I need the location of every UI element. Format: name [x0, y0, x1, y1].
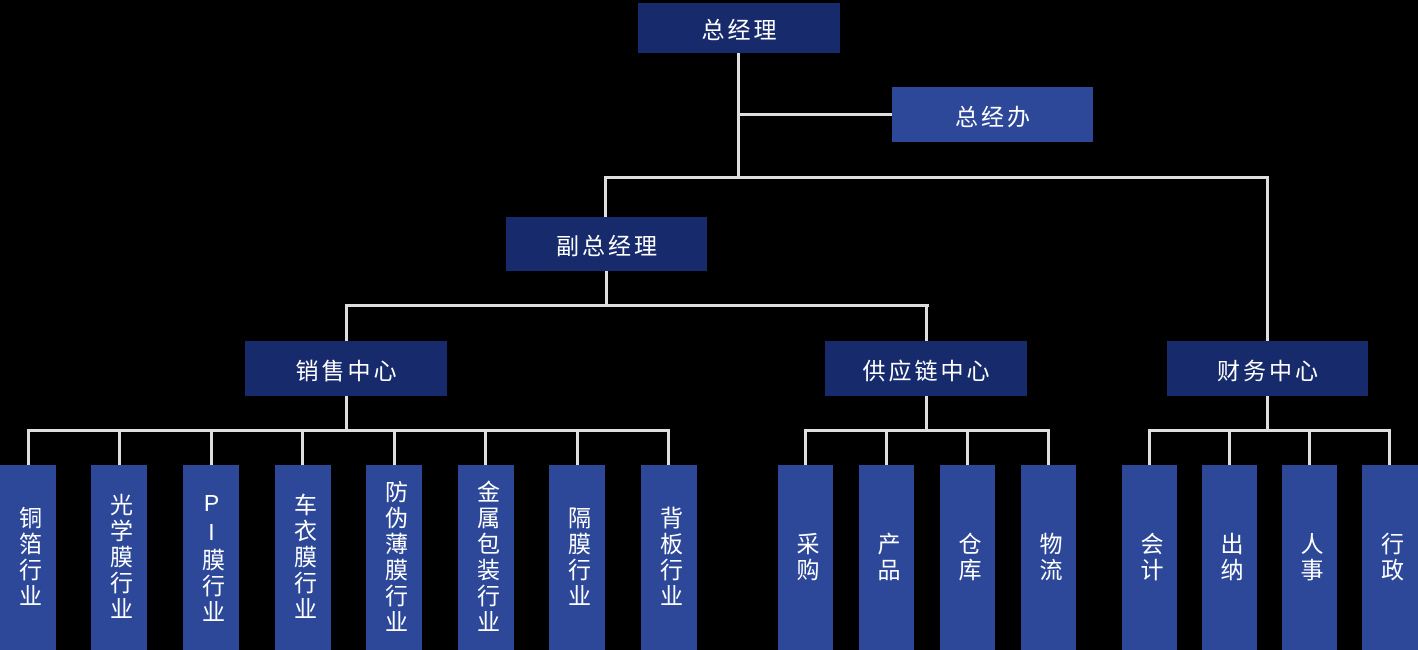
leaf-copper-foil: 铜箔行业 [0, 465, 56, 650]
connector-line [1308, 429, 1311, 465]
connector-line [1148, 429, 1151, 465]
connector-line [27, 429, 670, 432]
node-supply-chain-center: 供应链中心 [825, 341, 1027, 396]
leaf-car-wrap-film: 车衣膜行业 [275, 465, 331, 650]
leaf-administration: 行政 [1362, 465, 1418, 650]
leaf-logistics: 物流 [1021, 465, 1076, 650]
connector-line [345, 304, 929, 307]
connector-line [1266, 396, 1269, 432]
connector-line [966, 429, 969, 465]
leaf-warehouse: 仓库 [940, 465, 995, 650]
connector-line [605, 271, 608, 306]
connector-line [1228, 429, 1231, 465]
connector-line [925, 396, 928, 432]
leaf-anti-counterfeit-film: 防伪薄膜行业 [366, 465, 422, 650]
connector-line [484, 429, 487, 465]
connector-line [1047, 429, 1050, 465]
connector-line [885, 429, 888, 465]
leaf-metal-packaging: 金属包装行业 [458, 465, 514, 650]
connector-line [1148, 429, 1391, 432]
connector-line [118, 429, 121, 465]
node-gm-office: 总经办 [892, 87, 1093, 142]
node-finance-center: 财务中心 [1167, 341, 1368, 396]
connector-line [345, 304, 348, 341]
connector-line [27, 429, 30, 465]
connector-line [925, 304, 928, 341]
node-sales-center: 销售中心 [245, 341, 447, 396]
connector-line [210, 429, 213, 465]
connector-line [604, 176, 1269, 179]
connector-line [804, 429, 807, 465]
leaf-procurement: 采购 [778, 465, 833, 650]
leaf-optical-film: 光学膜行业 [91, 465, 147, 650]
leaf-cashier: 出纳 [1202, 465, 1257, 650]
node-deputy-gm: 副总经理 [506, 217, 707, 271]
connector-line [604, 176, 607, 217]
leaf-separator-film: 隔膜行业 [549, 465, 605, 650]
leaf-product: 产品 [859, 465, 914, 650]
connector-line [301, 429, 304, 465]
node-general-manager: 总经理 [638, 3, 840, 53]
leaf-accounting: 会计 [1122, 465, 1177, 650]
leaf-pi-film: PI膜行业 [183, 465, 239, 650]
connector-line [667, 429, 670, 465]
connector-line [576, 429, 579, 465]
connector-line [804, 429, 1050, 432]
connector-line [738, 113, 892, 116]
leaf-backsheet: 背板行业 [641, 465, 697, 650]
leaf-hr: 人事 [1282, 465, 1337, 650]
connector-line [1388, 429, 1391, 465]
connector-line [393, 429, 396, 465]
connector-line [345, 396, 348, 432]
connector-line [1266, 176, 1269, 341]
